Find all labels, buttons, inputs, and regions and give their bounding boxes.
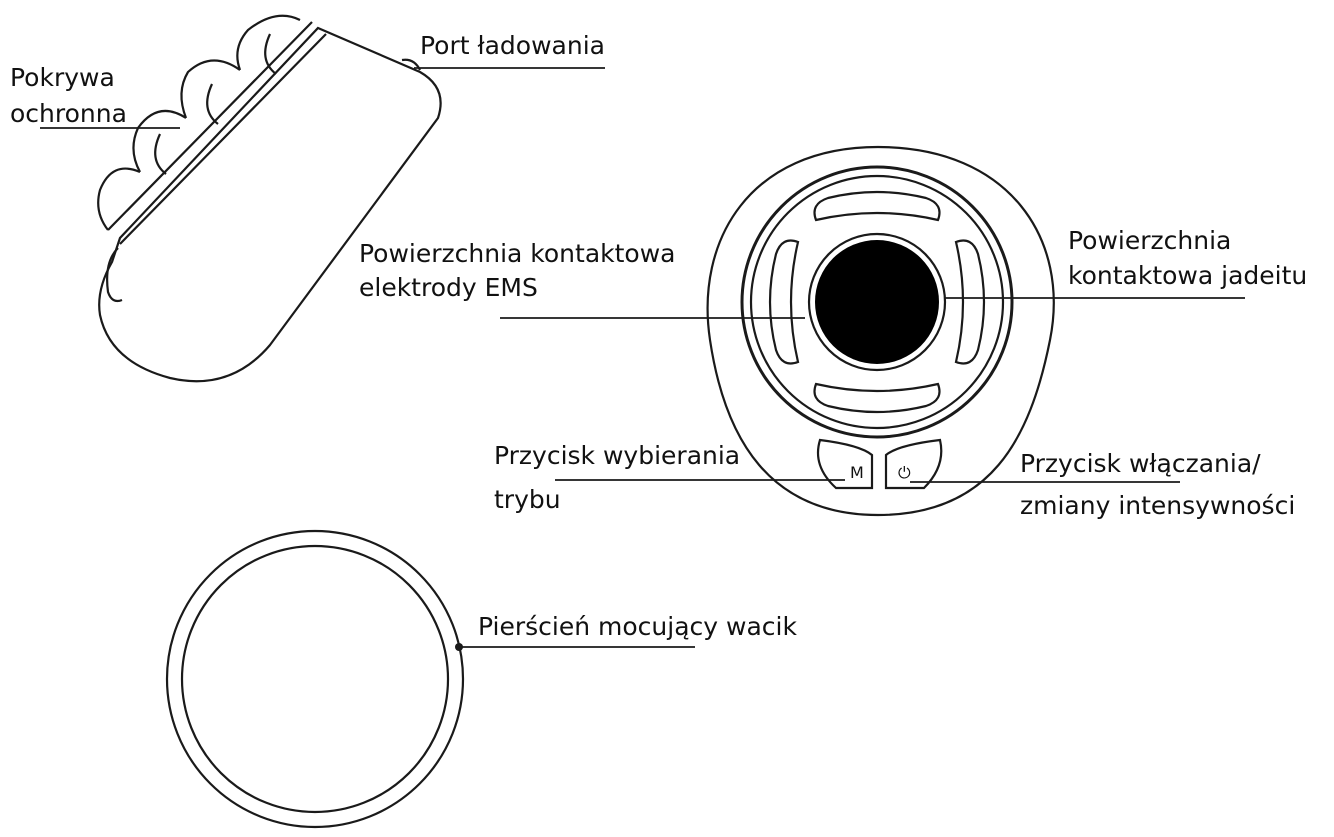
cover-bump-4	[97, 167, 141, 231]
cover-band-inner	[119, 33, 327, 245]
electrode-segment-left	[768, 239, 800, 365]
side-view-body	[98, 26, 442, 383]
jade-surface-rim	[807, 232, 947, 372]
cover-bump-1	[236, 14, 301, 71]
cover-bump-inner-3	[154, 133, 167, 175]
label-protective-cover-line2: ochronna	[10, 99, 127, 128]
device-front-view: M ⏻	[706, 145, 1055, 517]
electrode-ring-inner	[749, 174, 1005, 430]
pad-ring-pointer-dot	[455, 643, 463, 651]
label-mode-button-line2: trybu	[494, 485, 561, 514]
label-charging-port: Port ładowania	[420, 31, 605, 60]
label-protective-cover-line1: Pokrywa	[10, 63, 115, 92]
leader-lines	[40, 67, 1245, 648]
label-power-button-line1: Przycisk włączania/	[1020, 449, 1261, 478]
label-pad-ring: Pierścień mocujący wacik	[478, 612, 797, 641]
jade-surface	[815, 240, 939, 364]
label-jade-surface-line2: kontaktowa jadeitu	[1068, 261, 1308, 290]
cover-bump-3	[132, 109, 187, 173]
label-ems-surface-line2: elektrody EMS	[359, 273, 538, 302]
electrode-ring-outer	[740, 165, 1014, 439]
pad-ring-outer	[165, 529, 465, 829]
pad-ring-view	[165, 529, 465, 829]
cover-bump-2	[180, 59, 241, 119]
electrode-segment-right	[954, 239, 986, 365]
front-view-body	[706, 145, 1055, 517]
electrode-segment-bottom	[813, 382, 941, 414]
power-icon: ⏻	[898, 463, 911, 482]
label-ems-surface-line1: Powierzchnia kontaktowa	[359, 239, 676, 268]
cover-bump-inner-2	[206, 83, 219, 125]
electrode-segment-top	[813, 190, 941, 222]
label-power-button-line2: zmiany intensywności	[1020, 491, 1296, 520]
cover-band-outer	[107, 21, 313, 231]
pad-ring-inner	[180, 544, 450, 814]
mode-button[interactable]	[816, 438, 874, 490]
device-side-view	[97, 14, 442, 383]
mode-button-glyph: M	[850, 463, 864, 482]
label-jade-surface-line1: Powierzchnia	[1068, 226, 1232, 255]
cover-bump-inner-1	[264, 33, 277, 75]
label-mode-button-line1: Przycisk wybierania	[494, 441, 741, 470]
power-button[interactable]	[884, 438, 943, 490]
side-clip	[106, 247, 123, 303]
